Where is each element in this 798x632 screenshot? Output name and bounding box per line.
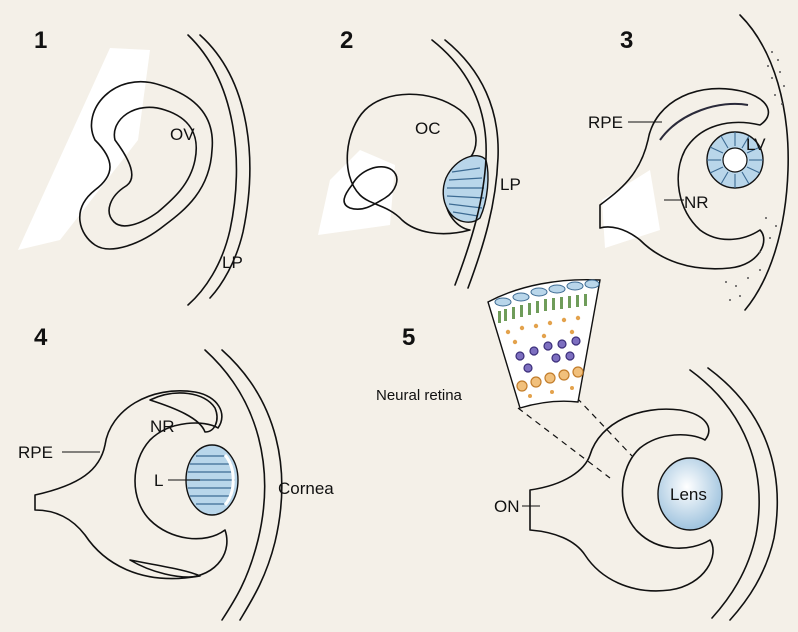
panel-3-label-rpe: RPE <box>588 113 623 132</box>
panel-2-label-oc: OC <box>415 119 441 138</box>
panel-5-number: 5 <box>402 324 415 351</box>
panel-1-label-lp: LP <box>222 253 243 272</box>
panel-5-label-neural-retina: Neural retina <box>376 387 463 404</box>
panel-1-label-ov: OV <box>170 125 195 144</box>
panel-4-label-l: L <box>154 471 163 490</box>
panel-3-label-nr: NR <box>684 193 709 212</box>
panel-3-lens-lumen <box>723 148 747 172</box>
panel-5-label-on: ON <box>494 497 520 516</box>
panel-5-label-lens: Lens <box>670 485 707 504</box>
panel-4-label-rpe: RPE <box>18 443 53 462</box>
panel-4-label-nr: NR <box>150 417 175 436</box>
panel-1-number: 1 <box>34 27 47 54</box>
panel-2-label-lp: LP <box>500 175 521 194</box>
panel-4-label-cornea: Cornea <box>278 479 334 498</box>
panel-2-number: 2 <box>340 27 353 54</box>
panel-3-number: 3 <box>620 27 633 54</box>
panel-3-label-lv: LV <box>746 135 766 154</box>
panel-4-number: 4 <box>34 324 48 351</box>
